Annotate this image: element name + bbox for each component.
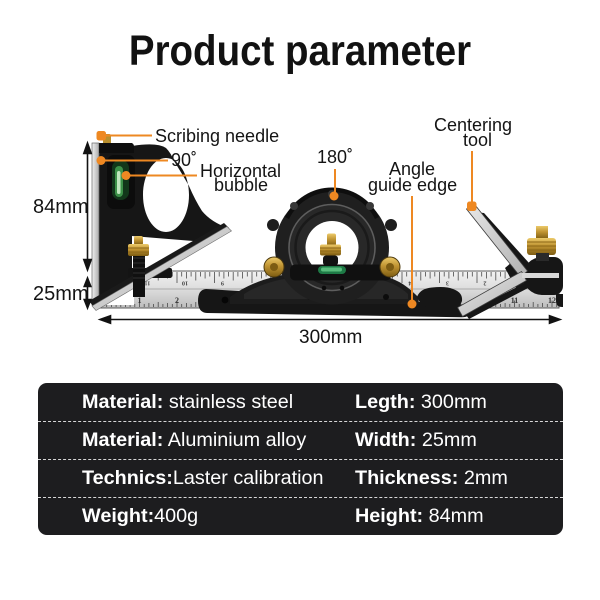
svg-text:Centering: Centering	[434, 115, 512, 135]
svg-text:2: 2	[483, 280, 486, 287]
svg-text:300mm: 300mm	[299, 327, 362, 348]
svg-text:Scribing needle: Scribing needle	[155, 126, 279, 146]
svg-text:guide edge: guide edge	[368, 175, 457, 195]
svg-text:Angle: Angle	[389, 159, 435, 179]
svg-text:2: 2	[175, 296, 179, 305]
svg-text:25mm: 25mm	[33, 283, 89, 305]
svg-text:3: 3	[446, 280, 449, 287]
svg-text:bubble: bubble	[214, 175, 268, 195]
svg-text:Horizontal: Horizontal	[200, 161, 281, 181]
svg-text:4: 4	[408, 280, 411, 287]
svg-text:84mm: 84mm	[33, 196, 89, 218]
svg-text:12: 12	[548, 296, 556, 305]
svg-text:tool: tool	[463, 130, 492, 150]
svg-text:11: 11	[511, 296, 519, 305]
svg-text:10: 10	[182, 280, 188, 287]
svg-text:9: 9	[221, 280, 224, 287]
svg-text:180˚: 180˚	[317, 147, 353, 167]
svg-text:90˚: 90˚	[171, 150, 197, 170]
svg-text:11: 11	[145, 280, 151, 287]
svg-text:1: 1	[138, 296, 142, 305]
